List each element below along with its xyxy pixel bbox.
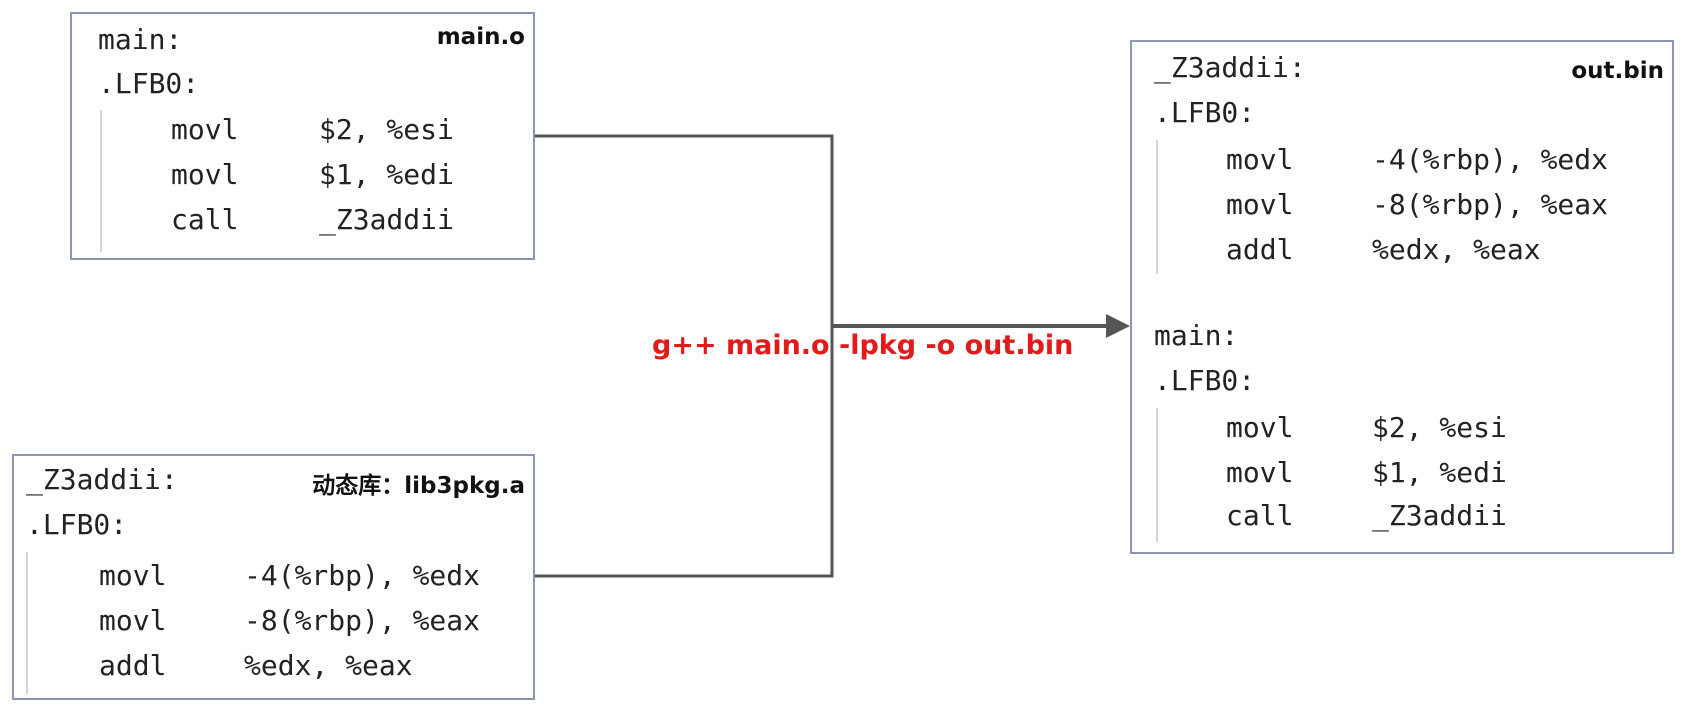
code-block-rail <box>100 110 102 252</box>
lib-box: 动态库：lib3pkg.a _Z3addii: .LFB0: movl -4(%… <box>12 454 535 700</box>
instr-args: -8(%rbp), %eax <box>1372 188 1609 221</box>
instr-args: _Z3addii <box>319 203 454 236</box>
code-block-rail <box>1156 408 1158 542</box>
instr-op: movl <box>99 604 167 637</box>
out-bin-title: out.bin <box>1571 58 1664 84</box>
instr-op: addl <box>1226 233 1294 266</box>
code-block-rail <box>1156 140 1158 274</box>
label-main: main: <box>1154 319 1239 352</box>
connector-from-main-o <box>535 134 834 326</box>
label-lfb0: .LFB0: <box>98 67 200 100</box>
link-command: g++ main.o -lpkg -o out.bin <box>652 330 1074 361</box>
label-z3addii: _Z3addii: <box>26 463 178 496</box>
instr-args: $1, %edi <box>319 158 454 191</box>
main-o-box: main.o main: .LFB0: movl $2, %esi movl $… <box>70 12 535 260</box>
instr-args: -8(%rbp), %eax <box>244 604 481 637</box>
code-block-rail <box>26 552 28 694</box>
instr-args: -4(%rbp), %edx <box>244 559 481 592</box>
label-lfb0: .LFB0: <box>1154 364 1256 397</box>
out-bin-box: out.bin _Z3addii: .LFB0: movl -4(%rbp), … <box>1130 40 1674 554</box>
label-z3addii: _Z3addii: <box>1154 51 1306 84</box>
instr-op: movl <box>1226 143 1294 176</box>
arrowhead <box>1106 314 1130 338</box>
instr-op: movl <box>171 113 239 146</box>
instr-args: %edx, %eax <box>244 649 413 682</box>
instr-args: %edx, %eax <box>1372 233 1541 266</box>
label-lfb0: .LFB0: <box>1154 96 1256 129</box>
label-lfb0: .LFB0: <box>26 508 128 541</box>
instr-op: addl <box>99 649 167 682</box>
instr-args: _Z3addii <box>1372 499 1507 532</box>
connector-from-lib <box>535 326 834 578</box>
instr-args: $2, %esi <box>319 113 454 146</box>
instr-op: movl <box>1226 456 1294 489</box>
instr-op: movl <box>99 559 167 592</box>
instr-args: $1, %edi <box>1372 456 1507 489</box>
instr-op: movl <box>1226 188 1294 221</box>
lib-title: 动态库：lib3pkg.a <box>312 473 525 499</box>
instr-op: movl <box>171 158 239 191</box>
instr-op: call <box>171 203 239 236</box>
instr-op: movl <box>1226 411 1294 444</box>
main-o-title: main.o <box>436 24 525 50</box>
instr-args: $2, %esi <box>1372 411 1507 444</box>
label-main: main: <box>98 23 183 56</box>
instr-op: call <box>1226 499 1294 532</box>
instr-args: -4(%rbp), %edx <box>1372 143 1609 176</box>
